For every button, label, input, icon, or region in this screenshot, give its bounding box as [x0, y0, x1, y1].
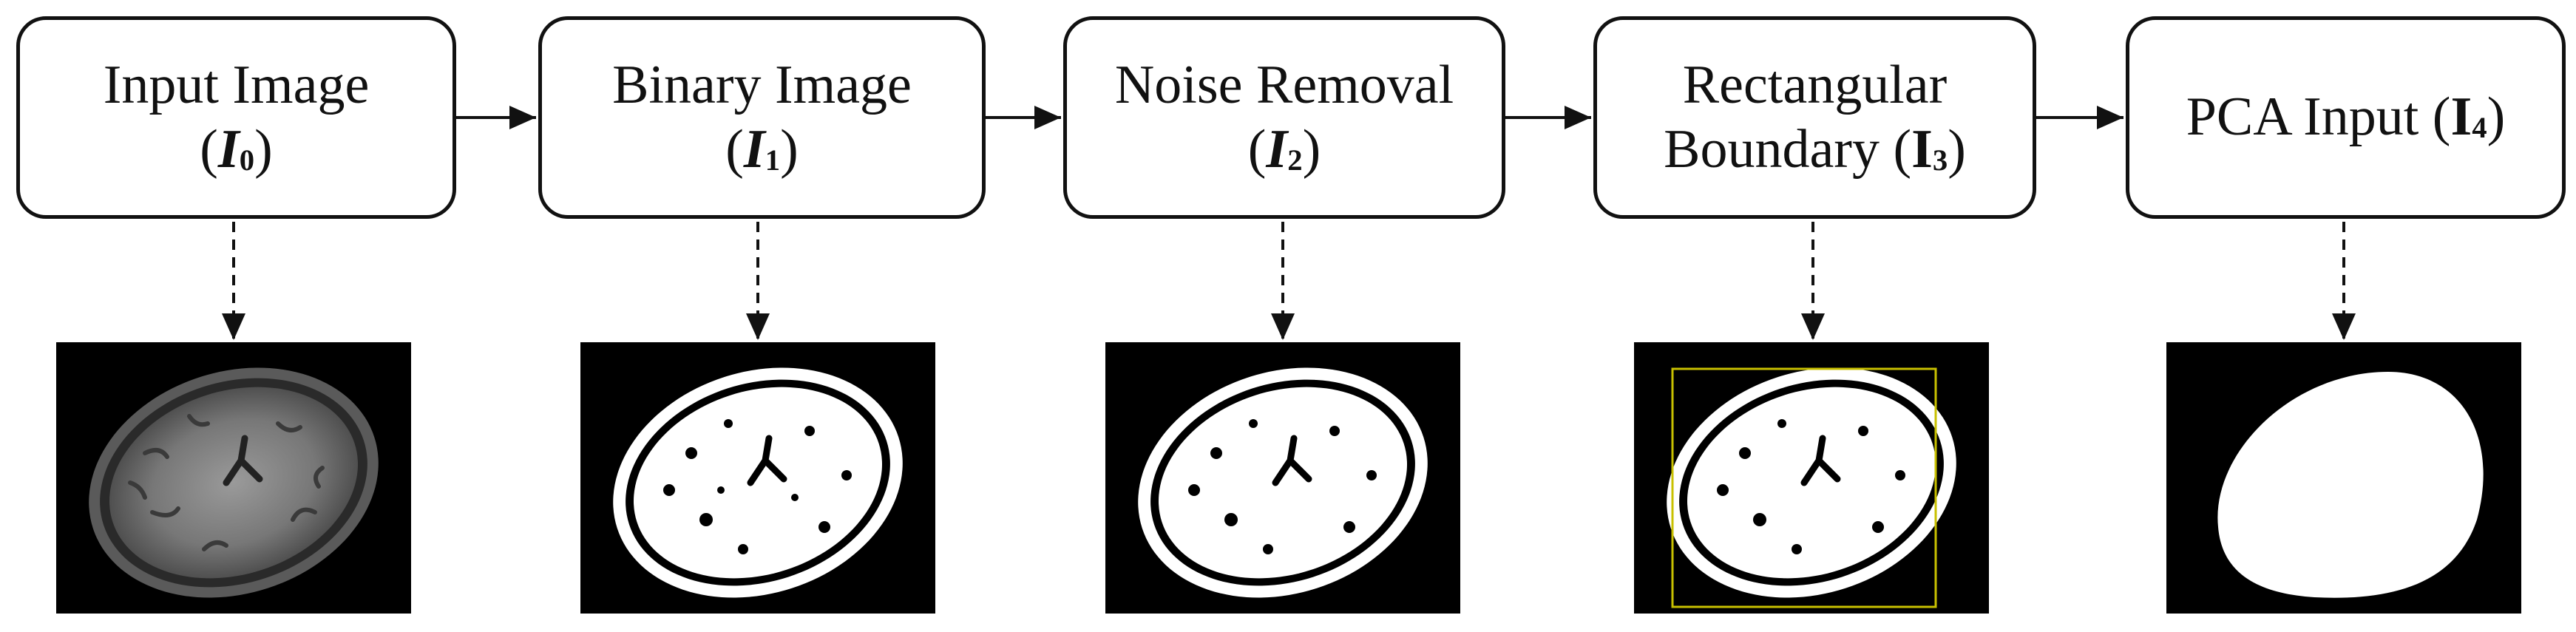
step-1-symbol: I: [217, 119, 240, 180]
step-4-title: Rectangular: [1682, 54, 1948, 115]
step-4-symbol-line: Boundary (I3): [1664, 119, 1966, 180]
step-2-symbol-line: (I1): [725, 119, 799, 180]
step-2-subscript: 1: [765, 143, 781, 177]
pca-input-image: [2166, 342, 2521, 614]
grayscale-brain-mri-slice: [89, 367, 379, 598]
step-5-title-line: PCA Input (I4): [2186, 86, 2506, 148]
binary-brain-with-rectangular-bounding-box: [1667, 367, 1956, 608]
step-box-noise-removal: Noise Removal (I2): [1063, 16, 1505, 219]
step-4-subscript: 3: [1932, 143, 1948, 177]
step-3-title: Noise Removal: [1114, 54, 1454, 115]
step-1-title: Input Image: [103, 54, 370, 115]
input-mri-image: [56, 342, 411, 614]
step-4-symbol: I: [1911, 119, 1933, 180]
step-3-symbol: I: [1266, 119, 1288, 180]
noise-removed-image: [1105, 342, 1460, 614]
step-3-symbol-line: (I2): [1247, 119, 1321, 180]
denoised-binary-brain: [1138, 367, 1428, 598]
step-2-symbol: I: [743, 119, 765, 180]
step-2-title: Binary Image: [612, 54, 912, 115]
step-1-symbol-line: (I0): [200, 119, 273, 180]
step-3-subscript: 2: [1287, 143, 1303, 177]
rectangular-boundary-image: [1634, 342, 1989, 614]
step-box-rectangular-boundary: Rectangular Boundary (I3): [1593, 16, 2036, 219]
step-1-subscript: 0: [239, 143, 255, 177]
step-box-pca-input: PCA Input (I4): [2126, 16, 2566, 219]
binary-image: [580, 342, 935, 614]
filled-brain-region: [2217, 372, 2484, 598]
step-box-binary-image: Binary Image (I1): [538, 16, 986, 219]
step-5-symbol: I: [2450, 86, 2472, 148]
step-5-subscript: 4: [2472, 111, 2487, 145]
step-box-input-image: Input Image (I0): [16, 16, 456, 219]
binary-brain-mask: [613, 367, 903, 598]
bounding-box: [1671, 367, 1937, 608]
